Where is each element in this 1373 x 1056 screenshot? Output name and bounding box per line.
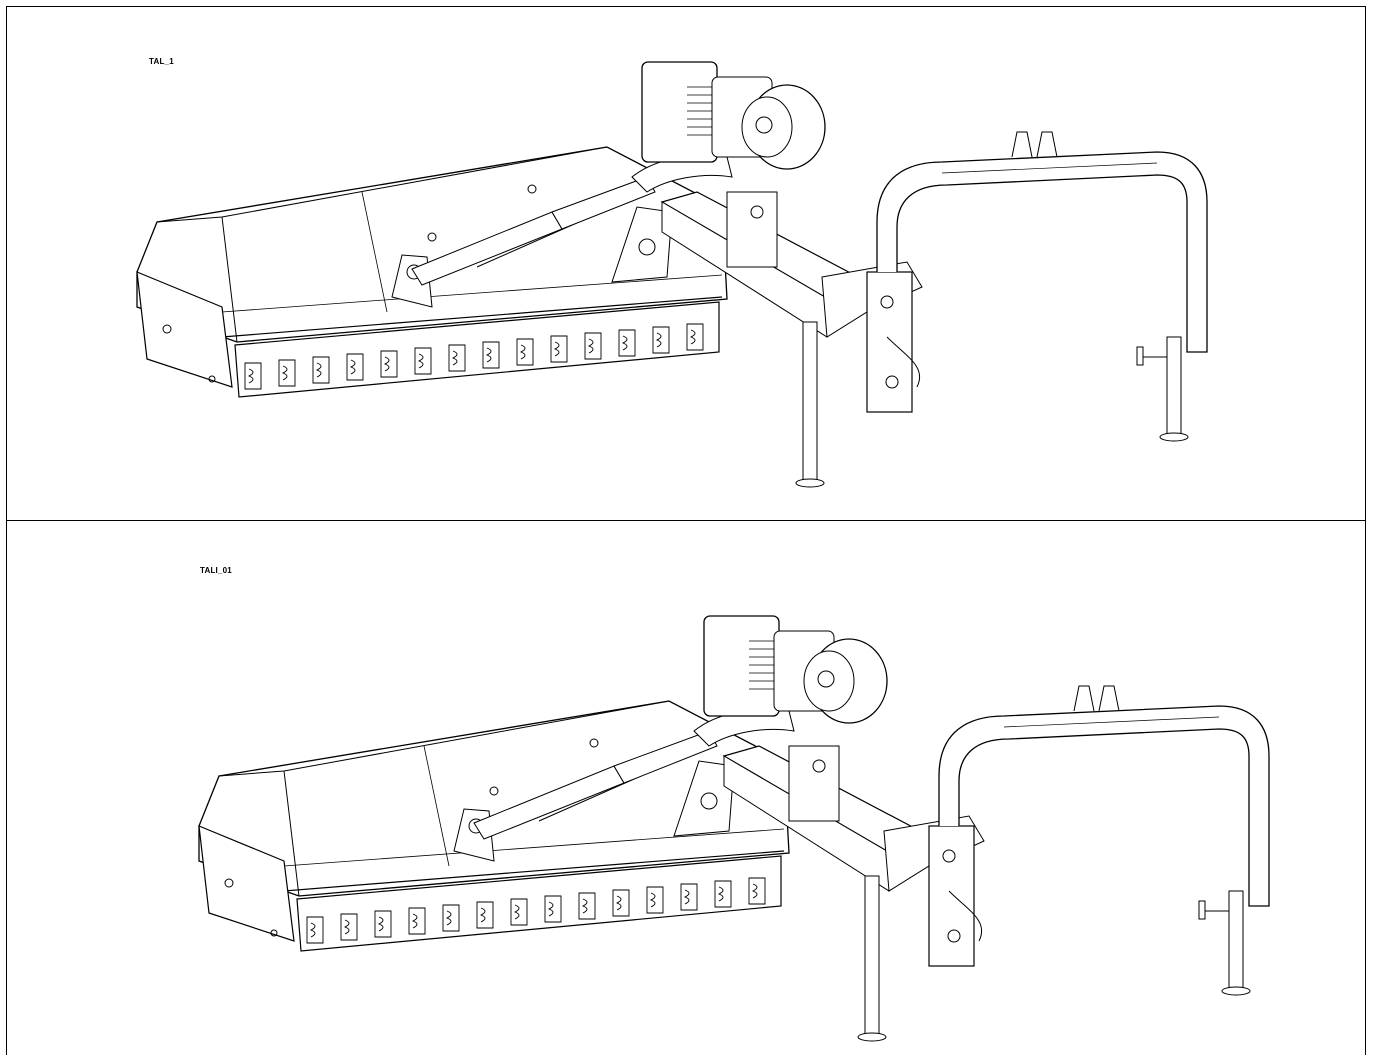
diagram-panel-2: TALI_01 bbox=[6, 520, 1366, 1055]
diagram-panel-1: TAL_1 bbox=[6, 6, 1366, 522]
mulcher-drawing-1 bbox=[136, 61, 1208, 488]
mulcher-drawing-2 bbox=[198, 615, 1270, 1042]
panel-label: TAL_1 bbox=[149, 57, 174, 66]
panel-label: TALI_01 bbox=[200, 566, 232, 575]
